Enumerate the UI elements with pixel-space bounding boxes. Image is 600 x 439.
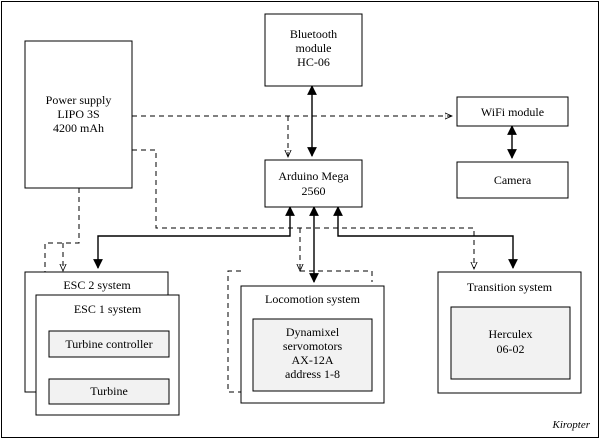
turbine-controller-label: Turbine controller [65, 337, 152, 351]
camera-block: Camera [456, 161, 569, 199]
power-supply-block: Power supply LIPO 3S 4200 mAh [24, 40, 133, 189]
esc2-label: ESC 2 system [63, 278, 131, 292]
power-line-locomotion-loop-left [227, 270, 241, 393]
bluetooth-block: Bluetooth module HC-06 [264, 13, 363, 87]
esc1-label: ESC 1 system [74, 302, 142, 316]
wifi-label: WiFi module [481, 105, 544, 119]
transition-label: Transition system [467, 280, 553, 294]
credit-label: Kiropter [552, 419, 591, 431]
link-arduino-transition [333, 206, 518, 269]
power-supply-line-2: LIPO 3S [57, 107, 99, 121]
turbine-label: Turbine [90, 384, 128, 398]
turbine-block: Turbine [48, 378, 170, 405]
camera-label: Camera [494, 173, 532, 187]
dynamixel-block: Dynamixel servomotors AX-12A address 1-8 [252, 318, 373, 392]
power-line-locomotion-loop-top [300, 270, 373, 282]
herculex-block: Herculex 06-02 [450, 306, 571, 380]
arduino-block: Arduino Mega 2560 [264, 159, 363, 208]
power-supply-line-3: 4200 mAh [53, 121, 104, 135]
bluetooth-line-1: Bluetooth [290, 27, 337, 41]
arduino-line-1: Arduino Mega [278, 169, 349, 183]
power-supply-line-1: Power supply [46, 93, 112, 107]
arduino-line-2: 2560 [302, 184, 326, 198]
dynamixel-line-4: address 1-8 [285, 367, 340, 381]
bluetooth-line-2: module [296, 41, 332, 55]
bluetooth-line-3: HC-06 [297, 55, 330, 69]
wifi-block: WiFi module [456, 96, 569, 127]
link-arduino-esc [93, 206, 295, 269]
locomotion-label: Locomotion system [265, 292, 361, 306]
turbine-controller-block: Turbine controller [48, 330, 170, 358]
herculex-line-1: Herculex [489, 327, 533, 341]
power-line-esc1 [45, 188, 80, 294]
herculex-line-2: 06-02 [497, 342, 525, 356]
dynamixel-line-3: AX-12A [292, 353, 334, 367]
dynamixel-line-2: servomotors [283, 339, 343, 353]
dynamixel-line-1: Dynamixel [286, 325, 340, 339]
